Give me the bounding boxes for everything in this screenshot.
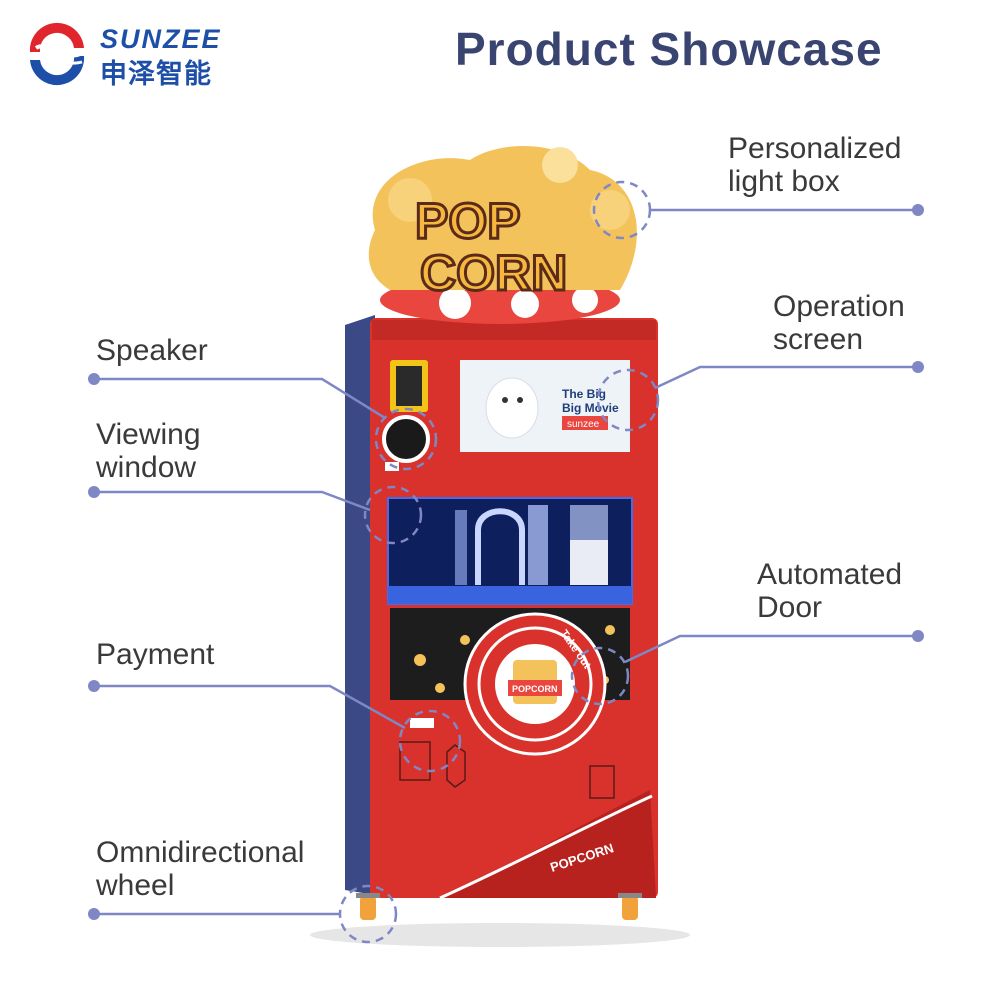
callout-ring-payment	[398, 709, 462, 773]
label-payment: Payment	[96, 638, 215, 671]
page-title: Product Showcase	[455, 23, 883, 75]
brand-name-cn: 申泽智能	[100, 59, 212, 89]
label-viewing-window: Viewing window	[96, 418, 201, 484]
label-wheel: Omnidirectional wheel	[96, 836, 305, 902]
label-light-box: Personalized light box	[728, 132, 902, 198]
callout-ring-wheel	[338, 884, 398, 944]
callout-ring-speaker	[374, 407, 438, 471]
callout-dot-door	[912, 630, 924, 642]
label-speaker: Speaker	[96, 334, 208, 367]
callout-dot-payment	[88, 680, 100, 692]
label-operation-screen: Operation screen	[773, 290, 905, 356]
screen-brand: sunzee	[567, 419, 600, 430]
brand-logo-icon	[29, 22, 85, 86]
screen-headline-1: The Big	[562, 387, 606, 401]
callout-ring-door	[570, 646, 630, 706]
callout-ring-window	[363, 485, 423, 545]
callout-dot-speaker	[88, 373, 100, 385]
callout-dot-screen	[912, 361, 924, 373]
callout-dot-wheel	[88, 908, 100, 920]
topper-corn-text: CORN	[420, 245, 567, 301]
callout-ring-light-box	[592, 180, 652, 240]
callout-dot-window	[88, 486, 100, 498]
label-automated-door: Automated Door	[757, 558, 903, 624]
screen-headline-2: Big Movie	[562, 401, 619, 415]
topper-pop-text: POP	[415, 193, 521, 249]
door-cup-text: POPCORN	[512, 684, 558, 694]
callout-dot-light-box	[912, 204, 924, 216]
brand-logo	[22, 18, 92, 88]
brand-name-en: SUNZEE	[100, 24, 222, 54]
callout-ring-screen	[596, 368, 660, 432]
